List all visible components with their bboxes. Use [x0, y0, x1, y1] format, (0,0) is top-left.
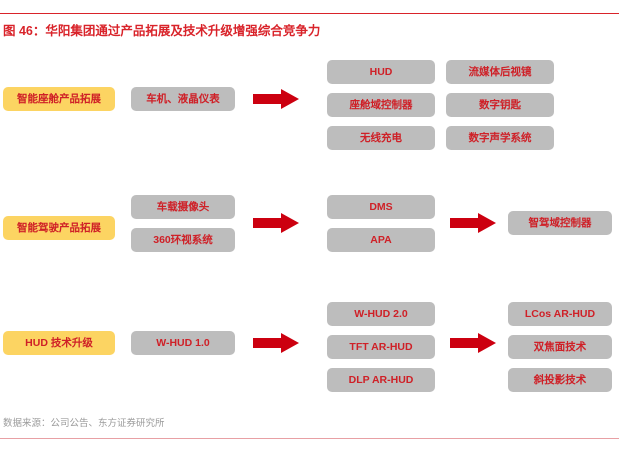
- row2-stage2-col1-box-1: DMS: [327, 195, 435, 219]
- row1-stage2-col2-box-3: 数字声学系统: [446, 126, 554, 150]
- row2-arrow-2-icon: [450, 213, 496, 233]
- row2-arrow-1-icon: [253, 213, 299, 233]
- row1-stage2-col2-box-1: 流媒体后视镜: [446, 60, 554, 84]
- row1-stage2-col2-box-2: 数字钥匙: [446, 93, 554, 117]
- row1-stage2-col1-box-2: 座舱域控制器: [327, 93, 435, 117]
- top-divider-rule: [0, 13, 619, 14]
- figure-title: 图 46：华阳集团通过产品拓展及技术升级增强综合竞争力: [3, 24, 321, 38]
- row2-stage2-col1-box-2: APA: [327, 228, 435, 252]
- row3-stage2-col1-box-3: DLP AR-HUD: [327, 368, 435, 392]
- row3-arrow-1-icon: [253, 333, 299, 353]
- row1-stage2-col1-box-1: HUD: [327, 60, 435, 84]
- row3-stage2-col1-box-1: W-HUD 2.0: [327, 302, 435, 326]
- row3-stage2-col1-box-2: TFT AR-HUD: [327, 335, 435, 359]
- row2-stage1-box-1: 车载摄像头: [131, 195, 235, 219]
- row2-stage3-box-1: 智驾域控制器: [508, 211, 612, 235]
- row-label-autonomous-driving: 智能驾驶产品拓展: [3, 216, 115, 240]
- row3-stage3-box-2: 双焦面技术: [508, 335, 612, 359]
- source-note: 数据来源：公司公告、东方证券研究所: [3, 418, 165, 429]
- row1-stage1-box-1: 车机、液晶仪表: [131, 87, 235, 111]
- row3-stage1-box-1: W-HUD 1.0: [131, 331, 235, 355]
- row1-arrow-1-icon: [253, 89, 299, 109]
- row2-stage1-box-2: 360环视系统: [131, 228, 235, 252]
- row3-stage3-box-3: 斜投影技术: [508, 368, 612, 392]
- row-label-cockpit: 智能座舱产品拓展: [3, 87, 115, 111]
- bottom-divider-rule: [0, 438, 619, 439]
- row1-stage2-col1-box-3: 无线充电: [327, 126, 435, 150]
- row3-stage3-box-1: LCos AR-HUD: [508, 302, 612, 326]
- row3-arrow-2-icon: [450, 333, 496, 353]
- row-label-hud-upgrade: HUD 技术升级: [3, 331, 115, 355]
